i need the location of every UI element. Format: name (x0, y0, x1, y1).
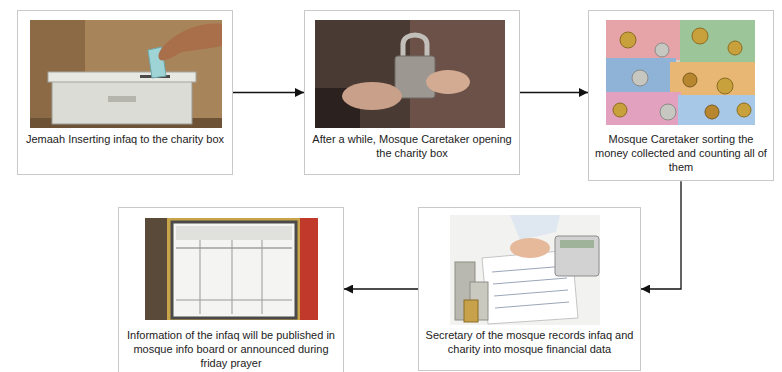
banknote (606, 20, 686, 60)
money-photo (606, 20, 755, 125)
process-box: Information of the infaq will be publish… (118, 207, 344, 372)
coin (728, 41, 742, 55)
hand (510, 238, 550, 258)
photo-wall (30, 20, 222, 128)
banknote (670, 62, 755, 97)
process-box: Mosque Caretaker sorting the money colle… (588, 10, 774, 181)
coin (683, 73, 697, 87)
photo-ground (315, 20, 505, 128)
paper-line (494, 290, 568, 296)
board-line (200, 240, 201, 314)
paper-line (495, 302, 569, 308)
coin (737, 103, 751, 117)
process-box: Secretary of the mosque records infaq an… (418, 207, 641, 371)
charity-box-photo (30, 20, 222, 128)
red-panel (300, 218, 318, 320)
accounting-photo (450, 215, 600, 325)
box-body (52, 80, 192, 124)
left-hand (342, 82, 402, 110)
board-line (176, 300, 292, 301)
box-lid (48, 72, 196, 82)
step-caption: Mosque Caretaker sorting the money colle… (589, 133, 773, 174)
board-line (232, 240, 233, 314)
coin (620, 32, 636, 48)
process-box: After a while, Mosque Caretaker opening … (304, 10, 520, 175)
photo-ground (450, 215, 600, 325)
calculator-screen (560, 240, 594, 248)
step-caption: Information of the infaq will be publish… (119, 329, 343, 370)
board-header (176, 226, 292, 240)
padlock-photo (315, 20, 505, 128)
banknote (678, 95, 755, 125)
box-handle (108, 96, 136, 102)
right-hand (426, 70, 470, 94)
photo-shadow (145, 218, 167, 320)
shackle (403, 35, 427, 58)
step-caption: Secretary of the mosque records infaq an… (419, 329, 640, 357)
coin (692, 28, 708, 44)
flow-arrow (641, 181, 681, 289)
board-line (176, 248, 292, 249)
coin (660, 104, 676, 120)
coin (655, 43, 669, 57)
coin-stack (464, 300, 478, 322)
flow-arrow (344, 288, 418, 289)
step-caption: Jemaah Inserting infaq to the charity bo… (18, 133, 232, 147)
board-line (262, 240, 263, 314)
hand (158, 24, 222, 61)
banknote (680, 20, 755, 65)
flow-arrow (520, 92, 588, 93)
banknote (606, 58, 676, 93)
banknote (606, 92, 681, 125)
info-board-photo (145, 218, 318, 320)
process-box: Jemaah Inserting infaq to the charity bo… (17, 10, 233, 175)
photo-ground (606, 20, 755, 125)
photo-wall (145, 218, 318, 320)
step-caption: After a while, Mosque Caretaker opening … (305, 133, 519, 161)
calculator (555, 236, 599, 276)
coin (705, 105, 719, 119)
board (172, 222, 296, 318)
coin (717, 78, 733, 94)
coin (632, 70, 648, 86)
flow-arrow (233, 92, 304, 93)
coin (613, 103, 627, 117)
paper-line (493, 278, 567, 284)
sleeve (510, 215, 560, 240)
